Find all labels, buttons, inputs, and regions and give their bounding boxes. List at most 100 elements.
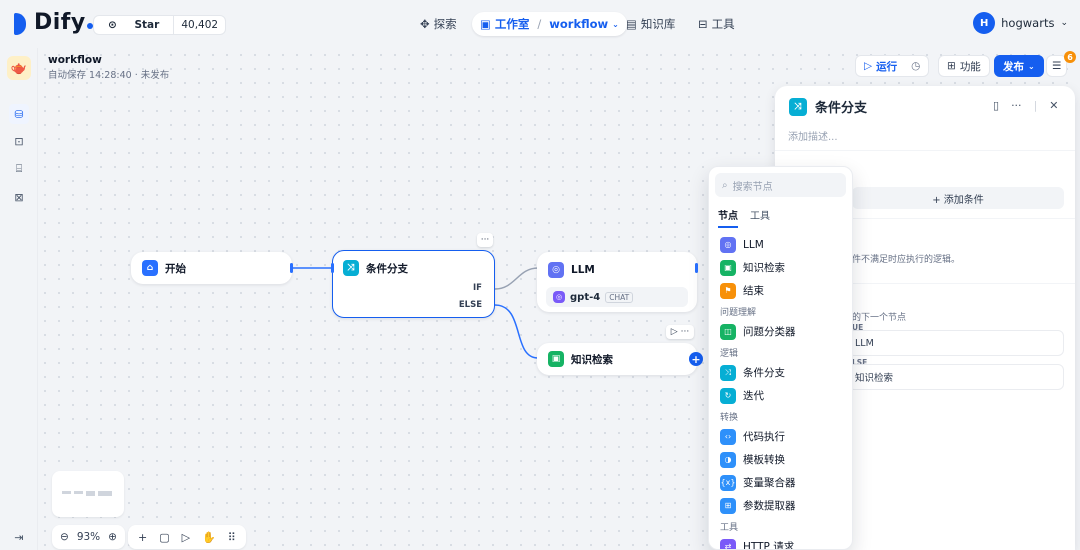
rail-workflow-icon[interactable]: ⛁ [9,104,29,124]
menu-item[interactable]: ‹›代码执行 [709,425,852,448]
nav-studio-label: 工作室 [494,17,530,31]
explore-icon: ✥ [420,17,430,31]
checklist-button[interactable]: ☰ [1046,55,1068,77]
rail-monitor-icon[interactable]: ⊠ [14,190,24,204]
route-true-target[interactable]: LLM [848,330,1064,356]
app-icon[interactable]: 🫖 [7,56,31,80]
add-condition-button[interactable]: + 添加条件 [852,187,1064,209]
else-hint: 件不满足时应执行的逻辑。 [852,255,961,265]
model-name: gpt-4 [570,291,601,303]
expand-sidebar-icon[interactable]: ⇥ [14,530,24,544]
node-actions[interactable]: ▷ ··· [666,325,694,339]
menu-tabs: 节点 工具 [709,203,852,228]
github-star-button[interactable]: ⊙ Star 40,402 [93,15,227,35]
divider [775,283,1075,284]
route-false-target-label: 知识检索 [855,373,894,384]
book-icon: ▤ [626,17,637,31]
menu-item[interactable]: ▣知识检索 [709,256,852,279]
tab-tools[interactable]: 工具 [750,211,770,222]
panel-title[interactable]: 条件分支 [815,101,868,116]
rail-api-icon[interactable]: ⊡ [14,134,24,148]
note-icon[interactable]: ▢ [159,530,170,544]
chevron-down-icon: ⌄ [1028,61,1035,71]
home-icon: ⌂ [142,260,158,276]
divider [775,218,1075,219]
zoom-out-icon[interactable]: ⊖ [60,531,69,543]
node-type-icon: ◎ [720,236,736,253]
organize-icon[interactable]: ⠿ [227,530,236,544]
start-node[interactable]: ⌂开始 [131,252,292,284]
menu-item[interactable]: ⊞参数提取器 [709,494,852,517]
panel-header: ⤨ 条件分支 [789,97,867,116]
add-node-icon[interactable]: + [138,530,148,544]
menu-item[interactable]: ◎LLM [709,233,852,256]
knowledge-icon: ▣ [548,351,564,367]
menu-item[interactable]: {x}变量聚合器 [709,471,852,494]
hand-icon[interactable]: ✋ [202,530,216,544]
pointer-icon[interactable]: ▷ [181,530,191,544]
more-icon[interactable]: ··· [680,327,690,337]
canvas-tools: + ▢ ▷ ✋ ⠿ [128,525,246,549]
description-input[interactable]: 添加描述... [788,132,838,143]
nav-knowledge-label: 知识库 [640,17,676,31]
user-name: hogwarts [1001,16,1055,30]
minimap[interactable] [52,471,124,517]
book-icon[interactable]: ▯ [993,99,1000,112]
menu-item[interactable]: ↻迭代 [709,384,852,407]
menu-group-label: 逻辑 [720,348,739,359]
add-node-plus-icon[interactable]: + [689,352,703,366]
nav-tools-label: 工具 [711,17,735,31]
features-button[interactable]: ⊞功能 [938,55,990,77]
node-type-icon: ◫ [720,323,736,340]
menu-item-label: HTTP 请求 [743,541,795,550]
brand-name: Dify [34,10,86,35]
if-else-input-handle[interactable] [331,263,334,273]
history-icon[interactable]: ◷ [911,60,921,72]
search-placeholder: 搜索节点 [732,181,773,193]
branch-icon: ⤨ [789,97,807,116]
node-more-icon[interactable]: ··· [477,233,493,247]
divider [775,150,1075,151]
route-false-target[interactable]: 知识检索 [848,364,1064,390]
nav-explore[interactable]: ✥探索 [412,12,465,36]
menu-item[interactable]: ⤨条件分支 [709,361,852,384]
play-icon[interactable]: ▷ [670,327,678,337]
menu-item[interactable]: ⇄ HTTP 请求 [709,535,852,550]
if-else-node[interactable]: ⤨条件分支 IF ELSE [332,250,495,318]
star-text: Star [134,19,160,31]
menu-item[interactable]: ◫ 问题分类器 [709,320,852,343]
menu-item-label: 变量聚合器 [743,477,796,489]
menu-item[interactable]: ◑模板转换 [709,448,852,471]
node-search-input[interactable]: ⌕搜索节点 [715,173,846,197]
menu-item[interactable]: ⚑结束 [709,279,852,302]
node-type-icon: ◑ [720,451,736,468]
features-label: 功能 [959,60,981,73]
zoom-level[interactable]: 93% [76,531,101,543]
tab-nodes[interactable]: 节点 [718,207,738,228]
checklist-badge: 6 [1064,51,1076,63]
zoom-in-icon[interactable]: ⊕ [108,531,117,543]
more-icon[interactable]: ··· [1011,99,1022,112]
nav-knowledge[interactable]: ▤知识库 [618,12,683,36]
nav-app-name[interactable]: workflow [549,17,609,31]
node-type-icon: ⇄ [720,538,736,549]
rail-logs-icon[interactable]: ⌸ [15,162,23,175]
node-picker-menu: ⌕搜索节点 节点 工具 ◎LLM▣知识检索⚑结束问题理解◫问题分类器逻辑⤨条件分… [708,166,853,550]
close-icon[interactable]: ✕ [1049,99,1059,112]
menu-item-label: 问题分类器 [743,326,796,338]
start-output-handle[interactable] [290,263,293,273]
brand-logo[interactable]: Dify [34,10,93,35]
nav-tools[interactable]: ⊟工具 [690,12,743,36]
knowledge-node-title: 知识检索 [571,353,613,366]
llm-icon: ◎ [548,262,564,278]
chevron-down-icon: ⌄ [612,19,619,29]
autosave-status: 自动保存 14:28:40 · 未发布 [48,70,170,81]
grid-icon: ⊞ [947,60,956,72]
nav-studio[interactable]: ▣工作室 / workflow⌄ [472,12,627,36]
run-button[interactable]: ▷运行◷ [855,55,930,77]
publish-button[interactable]: 发布⌄ [994,55,1044,77]
llm-output-handle[interactable] [695,263,698,273]
knowledge-retrieval-node[interactable]: ▣ 知识检索 [537,343,697,375]
user-menu[interactable]: H hogwarts ⌄ [973,12,1068,34]
